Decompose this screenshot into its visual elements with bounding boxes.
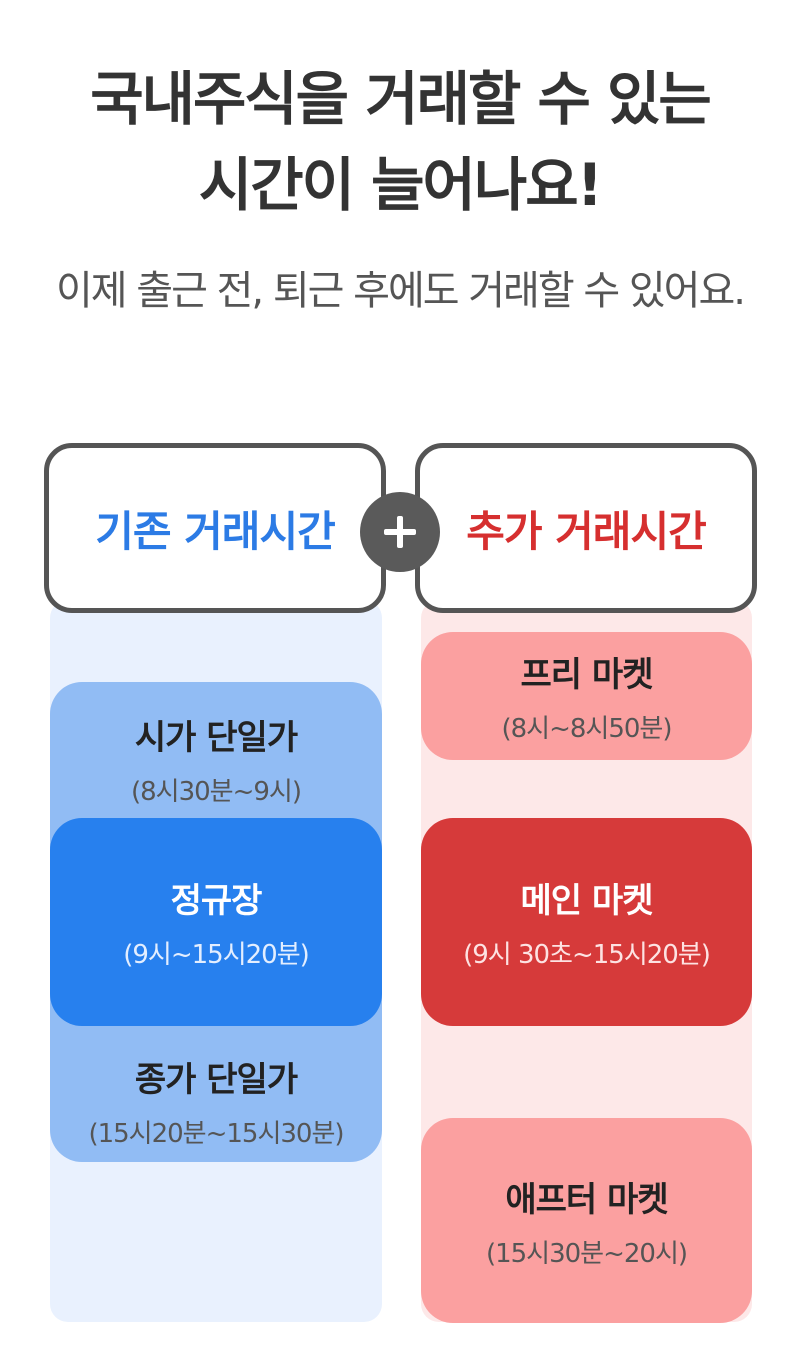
- plus-icon-glyph: [384, 516, 416, 548]
- opening-auction-session: 시가 단일가 (8시30분~9시): [50, 710, 382, 808]
- pre-market-block: 프리 마켓 (8시~8시50분): [421, 632, 752, 760]
- session-name: 종가 단일가: [134, 1060, 298, 1100]
- page-title-line-1: 국내주식을 거래할 수 있는: [90, 65, 712, 133]
- session-time: (9시 30초~15시20분): [463, 940, 711, 970]
- existing-hours-header: 기존 거래시간: [44, 443, 386, 613]
- closing-auction-session: 종가 단일가 (15시20분~15시30분): [50, 1052, 382, 1150]
- page-title-line-2: 시간이 늘어나요!: [198, 151, 603, 219]
- existing-hours-label: 기존 거래시간: [95, 506, 335, 556]
- added-hours-header: 추가 거래시간: [415, 443, 757, 613]
- session-name: 시가 단일가: [134, 718, 298, 758]
- session-time: (9시~15시20분): [123, 940, 310, 970]
- session-name: 메인 마켓: [520, 881, 654, 921]
- session-time: (15시30분~20시): [485, 1238, 688, 1269]
- session-name: 프리 마켓: [520, 655, 654, 695]
- added-hours-label: 추가 거래시간: [466, 506, 706, 556]
- page-subtitle: 이제 출근 전, 퇴근 후에도 거래할 수 있어요.: [55, 268, 746, 314]
- plus-icon: [360, 492, 440, 572]
- main-market-block: 메인 마켓 (9시 30초~15시20분): [421, 818, 752, 1026]
- regular-session-block: 정규장 (9시~15시20분): [50, 818, 382, 1026]
- after-market-block: 애프터 마켓 (15시30분~20시): [421, 1118, 752, 1323]
- session-time: (15시20분~15시30분): [88, 1119, 344, 1149]
- session-name: 애프터 마켓: [505, 1179, 668, 1220]
- session-time: (8시~8시50분): [501, 714, 672, 744]
- session-name: 정규장: [170, 881, 263, 921]
- session-time: (8시30분~9시): [130, 777, 302, 807]
